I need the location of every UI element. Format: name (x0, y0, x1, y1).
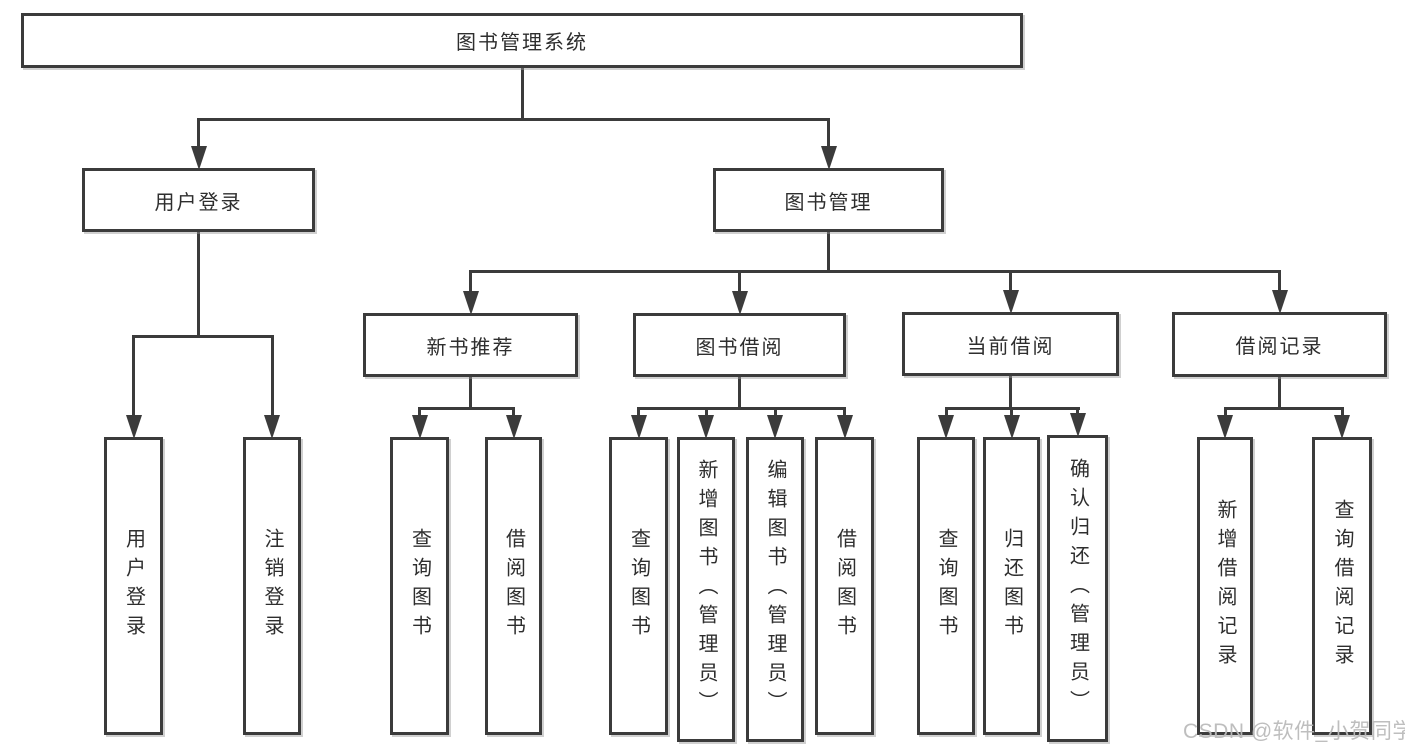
node-label: 新增图书（管理员） (695, 459, 717, 720)
connector-stub (738, 377, 741, 407)
node-label: 确认归还（管理员） (1066, 458, 1089, 719)
node-leaf-query-borrow-record: 查询借阅记录 (1312, 437, 1372, 735)
connector-drop (738, 270, 741, 291)
connector-drop (1224, 407, 1227, 415)
node-label: 图书管理系统 (456, 32, 588, 54)
arrowhead-down-icon (767, 415, 783, 439)
node-label: 图书管理 (784, 191, 873, 214)
connector-drop (418, 407, 421, 415)
connector-drop (1341, 407, 1344, 415)
node-label: 注销登录 (261, 528, 283, 644)
arrowhead-down-icon (938, 415, 954, 439)
node-root: 图书管理系统 (21, 13, 1023, 68)
node-leaf-add-book-admin: 新增图书（管理员） (677, 437, 735, 742)
connector-stub (1009, 376, 1012, 407)
node-current-borrow: 当前借阅 (902, 312, 1119, 376)
node-label: 借阅记录 (1235, 336, 1324, 358)
arrowhead-down-icon (1003, 290, 1019, 314)
node-leaf-add-borrow-record: 新增借阅记录 (1197, 437, 1253, 735)
node-leaf-query-book-new: 查询图书 (390, 437, 449, 735)
arrowhead-down-icon (506, 415, 522, 439)
arrowhead-down-icon (412, 415, 428, 439)
node-label: 用户登录 (122, 528, 145, 644)
node-label: 归还图书 (1000, 528, 1023, 644)
connector-drop (827, 118, 830, 146)
arrowhead-down-icon (821, 146, 837, 170)
node-leaf-edit-book-admin: 编辑图书（管理员） (746, 437, 804, 742)
connector-drop (1009, 270, 1012, 290)
node-leaf-borrow-book-2: 借阅图书 (815, 437, 874, 735)
connector-stub (521, 68, 524, 118)
connector-bus (418, 407, 515, 410)
node-label: 查询图书 (935, 528, 957, 644)
node-book-borrow: 图书借阅 (633, 313, 846, 377)
connector-drop (774, 407, 777, 415)
arrowhead-down-icon (631, 415, 647, 439)
node-label: 用户登录 (154, 191, 243, 214)
connector-bus (1224, 407, 1344, 410)
node-label: 借阅图书 (502, 528, 525, 644)
connector-bus (637, 407, 846, 410)
connector-stub (469, 377, 472, 407)
connector-stub (827, 232, 830, 270)
arrowhead-down-icon (837, 415, 853, 439)
connector-drop (1278, 270, 1281, 290)
node-leaf-borrow-book-new: 借阅图书 (485, 437, 542, 735)
node-label: 新书推荐 (426, 336, 515, 359)
arrowhead-down-icon (1070, 413, 1086, 437)
node-label: 编辑图书（管理员） (764, 459, 786, 720)
node-label: 查询借阅记录 (1331, 499, 1353, 673)
connector-drop (1010, 407, 1013, 415)
connector-stub (197, 232, 200, 335)
connector-drop (197, 118, 200, 146)
arrowhead-down-icon (191, 146, 207, 170)
arrowhead-down-icon (126, 415, 142, 439)
connector-bus (197, 118, 830, 121)
connector-drop (132, 335, 135, 415)
node-label: 查询图书 (408, 528, 431, 644)
connector-stub (1278, 377, 1281, 407)
node-label: 查询图书 (627, 528, 650, 644)
connector-bus (469, 270, 1281, 273)
node-leaf-query-book-current: 查询图书 (917, 437, 975, 735)
arrowhead-down-icon (1334, 415, 1350, 439)
csdn-watermark: CSDN @软件_小贺同学 (1183, 720, 1405, 743)
connector-drop (637, 407, 640, 415)
connector-drop (1076, 407, 1079, 413)
arrowhead-down-icon (463, 291, 479, 315)
arrowhead-down-icon (264, 415, 280, 439)
node-label: 图书借阅 (695, 336, 784, 359)
connector-drop (271, 335, 274, 415)
node-new-book-rec: 新书推荐 (363, 313, 578, 377)
node-leaf-confirm-return-admin: 确认归还（管理员） (1047, 435, 1108, 742)
connector-drop (512, 407, 515, 415)
arrowhead-down-icon (1272, 290, 1288, 314)
node-book-mgmt: 图书管理 (713, 168, 944, 232)
node-leaf-return-book: 归还图书 (983, 437, 1040, 735)
node-leaf-logout: 注销登录 (243, 437, 301, 735)
arrowhead-down-icon (732, 291, 748, 315)
node-user-login: 用户登录 (82, 168, 315, 232)
connector-drop (705, 407, 708, 415)
connector-drop (469, 270, 472, 291)
connector-drop (843, 407, 846, 415)
node-label: 新增借阅记录 (1214, 499, 1236, 673)
connector-bus (132, 335, 274, 338)
connector-drop (945, 407, 948, 415)
node-leaf-user-login: 用户登录 (104, 437, 163, 735)
arrowhead-down-icon (1004, 415, 1020, 439)
node-label: 当前借阅 (966, 335, 1055, 358)
node-borrow-records: 借阅记录 (1172, 312, 1387, 377)
node-leaf-query-book-borrow: 查询图书 (609, 437, 668, 735)
node-label: 借阅图书 (833, 528, 856, 644)
arrowhead-down-icon (1217, 415, 1233, 439)
arrowhead-down-icon (698, 415, 714, 439)
